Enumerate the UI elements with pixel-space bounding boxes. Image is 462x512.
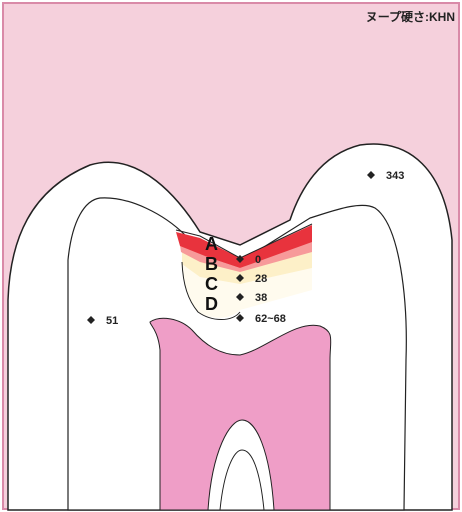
value-dentin: 51 bbox=[106, 315, 118, 327]
layer-letter-d: D bbox=[205, 294, 218, 314]
value-enamel: 343 bbox=[386, 170, 404, 182]
layer-letter-a: A bbox=[205, 234, 218, 254]
value-layer-c: 38 bbox=[255, 292, 267, 304]
unit-label: ヌープ硬さ:KHN bbox=[366, 9, 455, 24]
value-layer-b: 28 bbox=[255, 273, 267, 285]
layer-letter-c: C bbox=[205, 274, 218, 294]
layer-letter-b: B bbox=[205, 254, 218, 274]
value-layer-a: 0 bbox=[255, 254, 261, 266]
value-layer-d: 62~68 bbox=[255, 313, 286, 325]
